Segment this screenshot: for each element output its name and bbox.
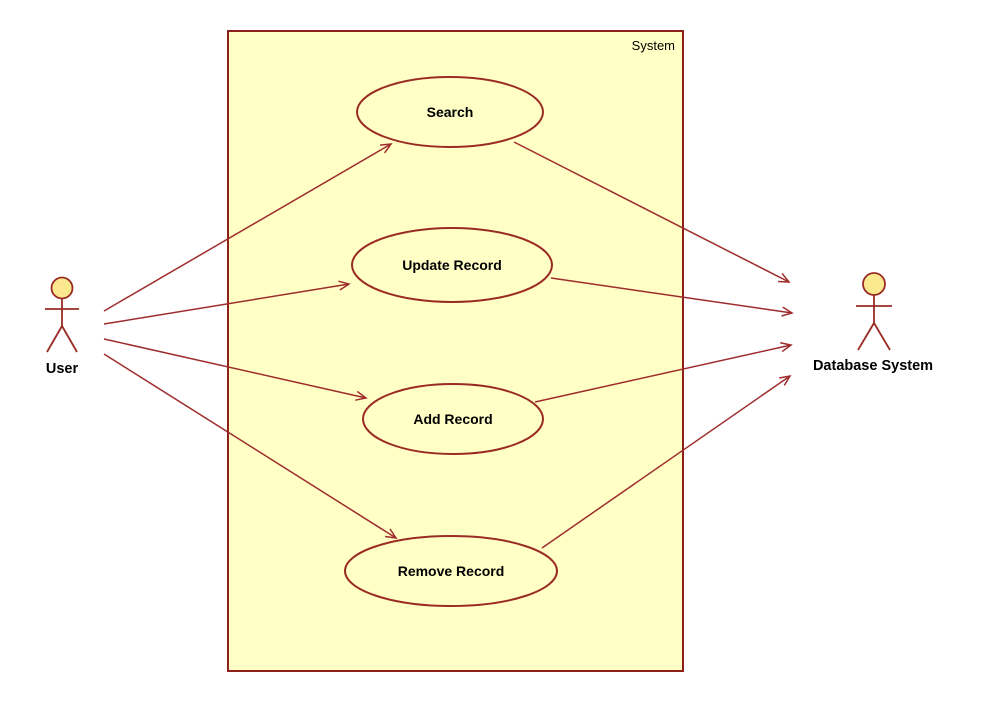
association-user-to-search xyxy=(103,143,393,312)
use-case-add-record: Add Record xyxy=(362,383,544,455)
actor-user-label: User xyxy=(46,361,79,377)
association-user-to-remove-record xyxy=(103,353,398,539)
actor-user-head-icon xyxy=(50,276,74,300)
use-case-search-label: Search xyxy=(427,104,474,120)
association-user-to-add-record xyxy=(103,338,368,401)
actor-user-right-leg xyxy=(61,325,78,353)
use-case-search: Search xyxy=(356,76,544,148)
system-boundary-label: System xyxy=(632,38,675,53)
use-case-search-ellipse xyxy=(356,76,544,148)
actor-user-left-leg xyxy=(46,325,63,353)
association-add-record-to-database-system xyxy=(534,342,793,403)
use-case-add-record-label: Add Record xyxy=(413,411,492,427)
use-case-update-record-label: Update Record xyxy=(402,257,502,273)
association-user-to-update-record xyxy=(103,280,351,325)
actor-database-system: Database System xyxy=(813,272,933,374)
use-case-remove-record-ellipse xyxy=(344,535,558,607)
use-case-remove-record: Remove Record xyxy=(344,535,558,607)
actor-database-system-label: Database System xyxy=(813,358,933,374)
actor-database-system-left-leg xyxy=(857,322,875,351)
use-case-add-record-ellipse xyxy=(362,383,544,455)
actor-database-system-head-icon xyxy=(862,272,886,296)
association-update-record-to-database-system xyxy=(550,277,794,317)
association-search-to-database-system xyxy=(513,141,791,283)
use-case-update-record-ellipse xyxy=(351,227,553,303)
association-remove-record-to-database-system xyxy=(541,374,792,549)
use-case-update-record: Update Record xyxy=(351,227,553,303)
use-case-remove-record-label: Remove Record xyxy=(398,563,505,579)
actor-database-system-right-leg xyxy=(873,322,891,351)
actor-user: User xyxy=(45,276,79,377)
